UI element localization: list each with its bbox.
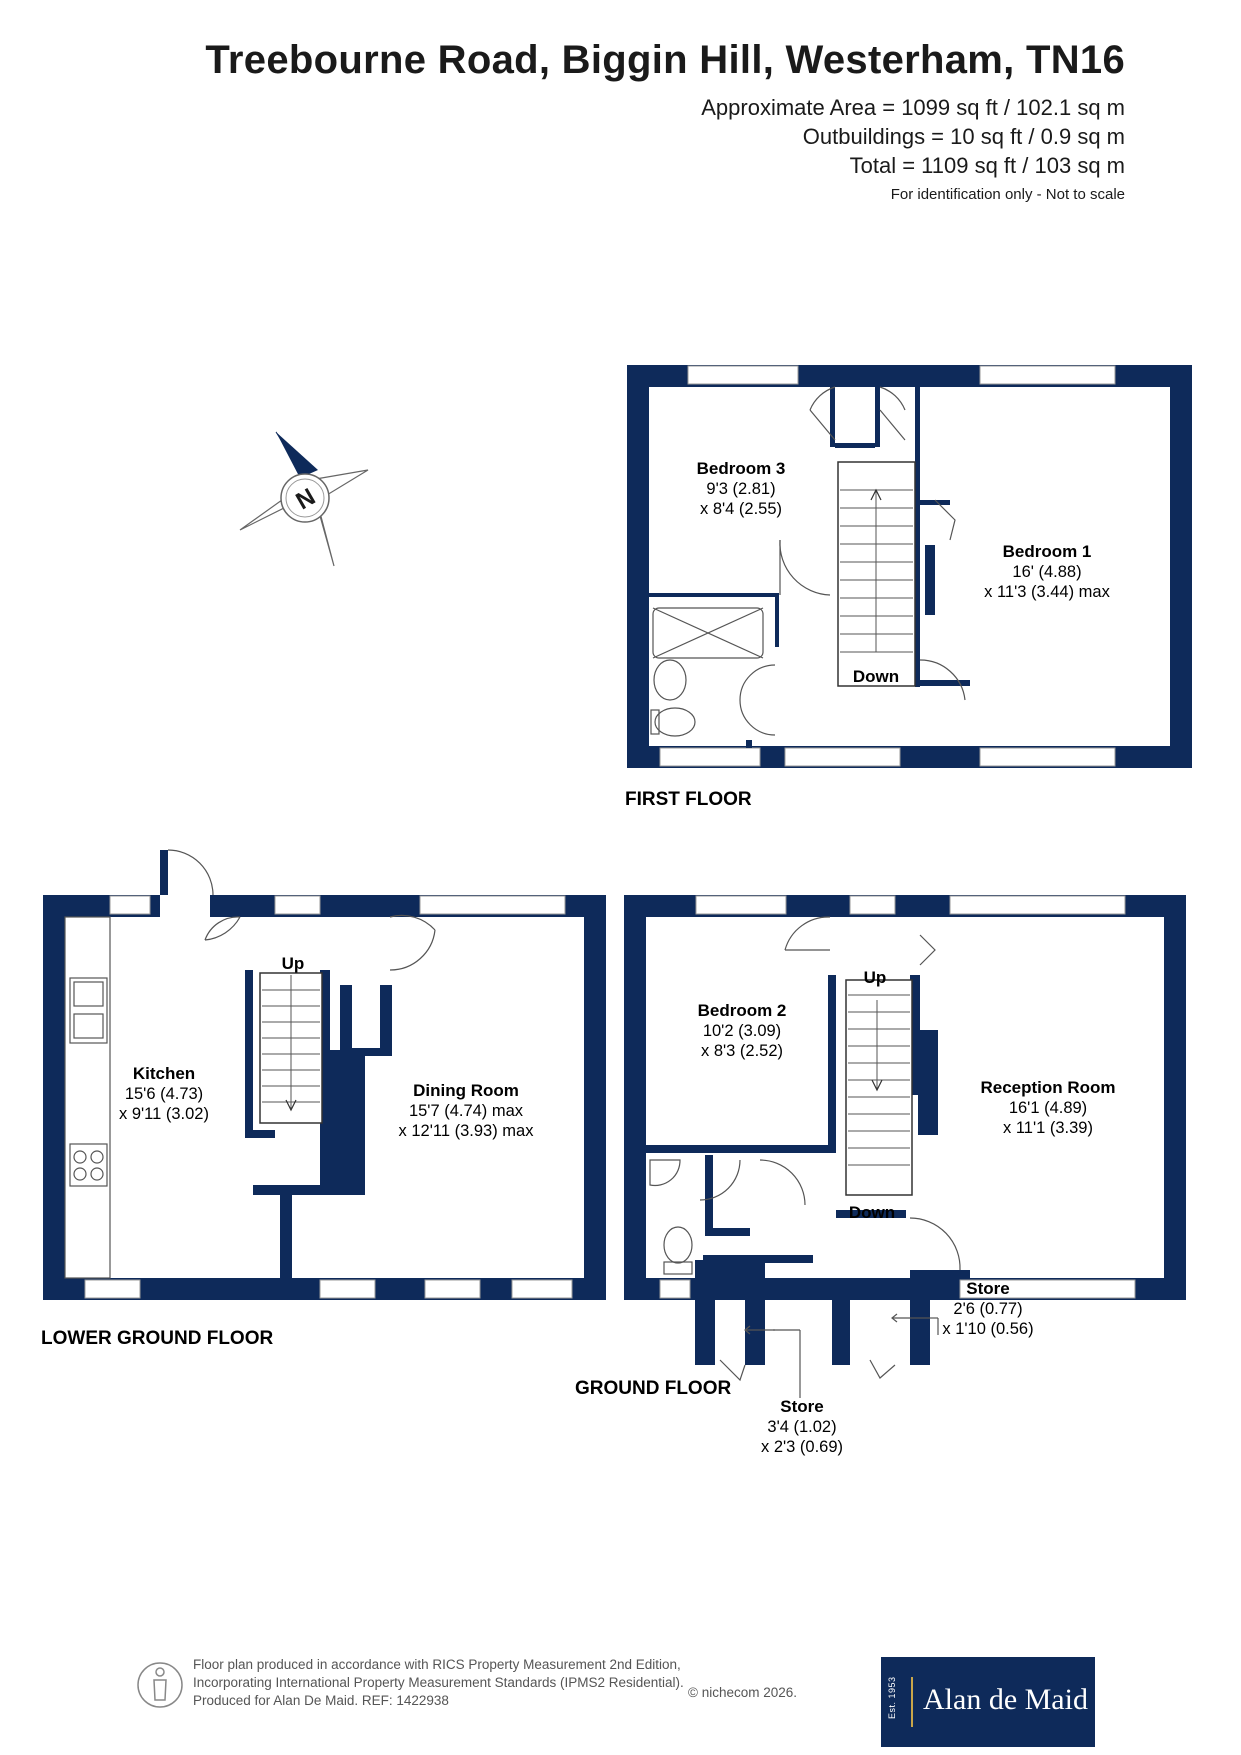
agent-logo: Est. 1953 Alan de Maid	[881, 1657, 1095, 1747]
store-small-dim-1: 2'6 (0.77)	[953, 1300, 1022, 1318]
lower-ground-stairs-label: Up	[282, 954, 305, 973]
ground-floor-label: GROUND FLOOR	[575, 1378, 731, 1399]
first-floor-plan	[627, 365, 1192, 768]
logo-established: Est. 1953	[887, 1676, 897, 1719]
dining-room-dim-2: x 12'11 (3.93) max	[399, 1122, 535, 1140]
lower-ground-fixtures	[64, 849, 436, 1279]
lower-ground-floor-plan	[43, 850, 606, 1300]
bedroom-3-dim-2: x 8'4 (2.55)	[700, 500, 782, 518]
store-small-name: Store	[966, 1279, 1009, 1298]
person-icon	[137, 1662, 183, 1708]
footer-line-2: Incorporating International Property Mea…	[193, 1675, 684, 1690]
ground-floor-fixtures	[649, 916, 961, 1398]
rics-statement: Floor plan produced in accordance with R…	[193, 1656, 684, 1710]
bedroom-1-dim-2: x 11'3 (3.44) max	[984, 583, 1110, 601]
store-small-dim-2: x 1'10 (0.56)	[942, 1320, 1033, 1338]
scale-note: For identification only - Not to scale	[890, 186, 1125, 203]
ground-floor-plan	[624, 895, 1186, 1365]
kitchen-dim-2: x 9'11 (3.02)	[119, 1105, 209, 1123]
kitchen-dim-1: 15'6 (4.73)	[125, 1085, 203, 1103]
bedroom-1-name: Bedroom 1	[1003, 542, 1092, 561]
copyright-notice: © nichecom 2026.	[688, 1685, 798, 1700]
total-area: Total = 1109 sq ft / 103 sq m	[849, 153, 1125, 178]
compass-icon: N	[239, 431, 369, 567]
reception-room-name: Reception Room	[980, 1078, 1115, 1097]
bedroom-2-dim-2: x 8'3 (2.52)	[701, 1042, 783, 1060]
property-address: Treebourne Road, Biggin Hill, Westerham,…	[205, 38, 1125, 82]
bedroom-3-name: Bedroom 3	[697, 459, 786, 478]
ground-stairs-down-label: Down	[849, 1203, 895, 1222]
footer-line-3: Produced for Alan De Maid. REF: 1422938	[193, 1693, 449, 1708]
plan-header: Treebourne Road, Biggin Hill, Westerham,…	[205, 38, 1125, 203]
store-large-dim-2: x 2'3 (0.69)	[761, 1438, 843, 1456]
first-floor-stairs-label: Down	[853, 667, 899, 686]
approximate-area: Approximate Area = 1099 sq ft / 102.1 sq…	[701, 95, 1125, 120]
bedroom-2-dim-1: 10'2 (3.09)	[703, 1022, 781, 1040]
logo-name: Alan de Maid	[923, 1683, 1088, 1716]
outbuildings-area: Outbuildings = 10 sq ft / 0.9 sq m	[802, 124, 1125, 149]
kitchen-name: Kitchen	[133, 1064, 195, 1083]
first-floor-label: FIRST FLOOR	[625, 789, 752, 810]
logo-divider	[911, 1677, 913, 1727]
reception-room-dim-2: x 11'1 (3.39)	[1003, 1119, 1093, 1137]
bedroom-1-dim-1: 16' (4.88)	[1012, 563, 1081, 581]
reception-room-dim-1: 16'1 (4.89)	[1009, 1099, 1087, 1117]
bedroom-3-dim-1: 9'3 (2.81)	[706, 480, 775, 498]
footer-line-1: Floor plan produced in accordance with R…	[193, 1657, 681, 1672]
lower-ground-floor-label: LOWER GROUND FLOOR	[41, 1328, 273, 1349]
first-floor-fixtures	[650, 386, 966, 737]
store-large-dim-1: 3'4 (1.02)	[767, 1418, 836, 1436]
ground-stairs-up-label: Up	[864, 968, 887, 987]
bedroom-2-name: Bedroom 2	[698, 1001, 787, 1020]
store-large-name: Store	[780, 1397, 823, 1416]
dining-room-dim-1: 15'7 (4.74) max	[409, 1102, 524, 1120]
dining-room-name: Dining Room	[413, 1081, 519, 1100]
